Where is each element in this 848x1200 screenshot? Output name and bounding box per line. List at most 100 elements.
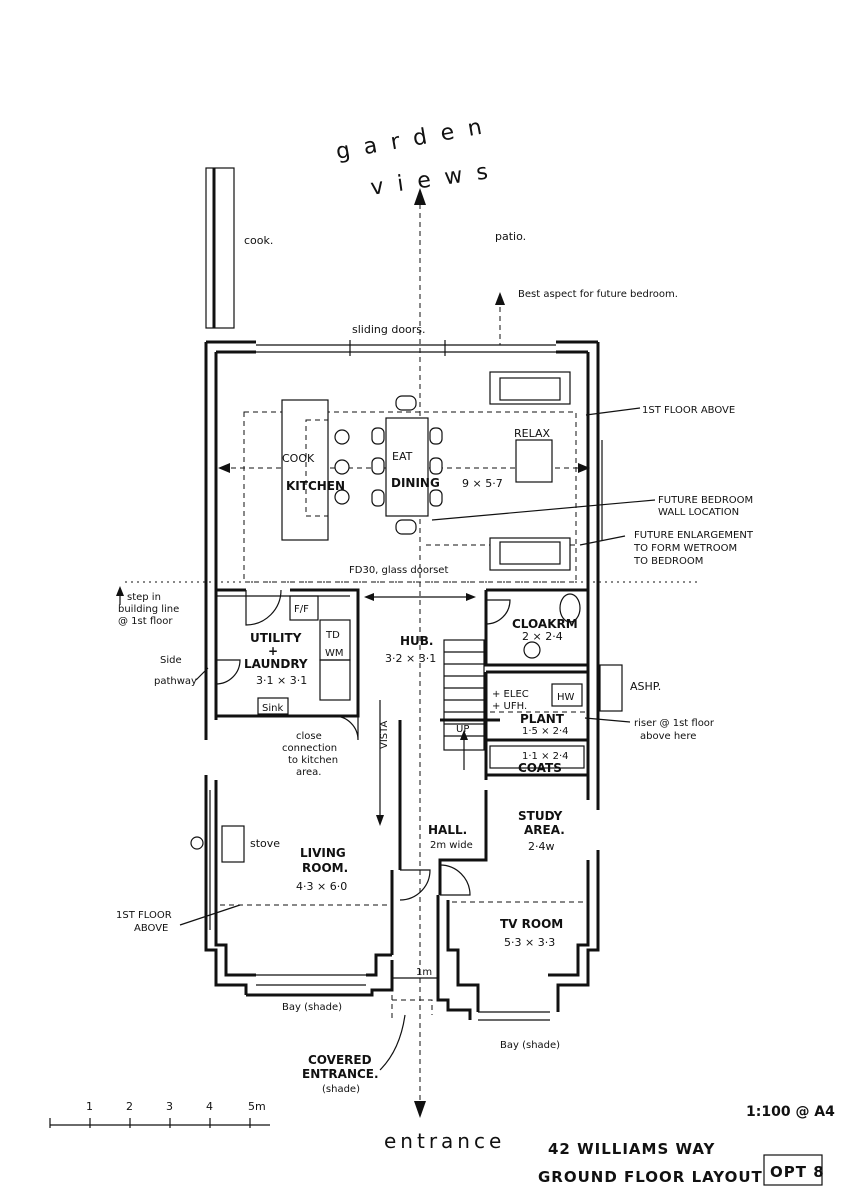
relax-label: RELAX	[514, 427, 550, 440]
coats-dim: 1·1 × 2·4	[522, 751, 569, 762]
ashp-label: ASHP.	[630, 680, 661, 693]
cloakroom-label: CLOAKRM	[512, 617, 578, 631]
patio-label: patio.	[495, 230, 526, 243]
cloakroom-dim: 2 × 2·4	[522, 630, 563, 643]
plant-label: PLANT	[520, 712, 565, 726]
hub-dim: 3·2 × 3·1	[385, 652, 436, 665]
dining-chairs	[371, 395, 443, 535]
scale-tick-5: 5m	[248, 1100, 266, 1113]
bar-stools	[334, 429, 350, 505]
kitchen-label: KITCHEN	[286, 479, 345, 493]
plant-equipment	[489, 683, 586, 769]
scale-tick-1: 1	[86, 1100, 93, 1113]
sink-label: Sink	[262, 703, 283, 714]
living-label-2: ROOM.	[302, 861, 348, 875]
sliding-doors	[256, 340, 556, 356]
close-connection-3: to kitchen	[288, 755, 338, 766]
scale-tick-4: 4	[206, 1100, 213, 1113]
dining-table	[385, 417, 429, 517]
hub-label: HUB.	[400, 634, 434, 648]
elec-label: + ELEC	[492, 689, 529, 700]
hall-width: 2m wide	[430, 840, 473, 851]
step-in-note-3: @ 1st floor	[118, 616, 173, 627]
covered-entrance-3: (shade)	[322, 1084, 360, 1095]
utility-sink	[257, 697, 289, 715]
views-label: views	[369, 158, 503, 201]
close-connection-4: area.	[296, 767, 321, 778]
wm-label: WM	[325, 648, 344, 659]
td-label: TD	[325, 630, 340, 641]
side-pathway-arrow	[195, 667, 209, 681]
side-pathway-note-1: Side	[160, 655, 182, 666]
up-label: UP	[456, 724, 469, 735]
future-enlargement-note-3: TO BEDROOM	[633, 556, 703, 567]
scale-note: 1:100 @ A4	[746, 1104, 835, 1120]
door-swings	[215, 589, 511, 901]
step-in-note-1: step in	[127, 592, 161, 603]
close-connection-1: close	[296, 731, 322, 742]
one-m-label: 1m	[416, 967, 432, 978]
best-aspect-arrow	[495, 292, 505, 345]
utility-label-1: UTILITY	[250, 631, 302, 645]
riser-note-2: above here	[640, 731, 696, 742]
side-pathway-note-2: pathway	[154, 676, 197, 687]
future-enlargement-note-2: TO FORM WETROOM	[633, 543, 737, 554]
hall-label: HALL.	[428, 823, 467, 837]
staircase	[443, 639, 485, 770]
study-label-2: AREA.	[524, 823, 565, 837]
ff-label: F/F	[294, 604, 309, 615]
utility-label-2: +	[268, 644, 278, 658]
washing-machine	[319, 659, 351, 701]
ufh-label: + UFH.	[492, 701, 527, 712]
garden-wall	[205, 167, 235, 329]
covered-entrance-leader	[379, 1014, 406, 1071]
plant-dim: 1·5 × 2·4	[522, 726, 569, 737]
option-label: OPT 8	[770, 1163, 825, 1181]
covered-entrance	[391, 977, 438, 1020]
scale-tick-2: 2	[126, 1100, 133, 1113]
riser-leader	[584, 717, 631, 723]
open-plan-dim: 9 × 5·7	[462, 477, 503, 490]
future-enlargement-leader	[579, 535, 626, 546]
cloakroom-fittings	[523, 593, 581, 659]
internal-walls	[216, 588, 588, 955]
hub-door-arrows	[364, 593, 476, 601]
tv-room-dim: 5·3 × 3·3	[504, 936, 555, 949]
eat-label: EAT	[392, 450, 413, 463]
central-axis	[414, 188, 426, 1118]
best-aspect-note: Best aspect for future bedroom.	[518, 289, 678, 300]
close-connection-2: connection	[282, 743, 337, 754]
scale-bar	[49, 1118, 270, 1128]
vista-arrow	[376, 700, 384, 826]
future-bedroom-note-2: WALL LOCATION	[658, 507, 739, 518]
covered-entrance-1: COVERED	[308, 1053, 372, 1067]
option-box	[763, 1154, 823, 1186]
island-sink	[305, 419, 329, 517]
first-floor-above-note: 1ST FLOOR ABOVE	[642, 405, 735, 416]
living-label-1: LIVING	[300, 846, 346, 860]
address-title: 42 WILLIAMS WAY	[548, 1140, 716, 1158]
first-floor-above-leader	[585, 407, 641, 416]
kitchen-island	[281, 399, 329, 541]
garden-label: garden	[334, 112, 497, 165]
step-in-note-2: building line	[118, 604, 179, 615]
study-label-1: STUDY	[518, 809, 563, 823]
living-dim: 4·3 × 6·0	[296, 880, 347, 893]
covered-entrance-2: ENTRANCE.	[302, 1067, 379, 1081]
coats-label: COATS	[518, 761, 562, 775]
study-dim: 2·4w	[528, 840, 555, 853]
vista-label: VISTA	[379, 721, 390, 749]
bay-left-label: Bay (shade)	[282, 1002, 342, 1013]
drawing-title: GROUND FLOOR LAYOUT	[538, 1168, 763, 1186]
stove-label: stove	[250, 837, 280, 850]
future-bedroom-note-1: FUTURE BEDROOM	[658, 495, 753, 506]
riser-note-1: riser @ 1st floor	[634, 718, 715, 729]
utility-label-3: LAUNDRY	[244, 657, 308, 671]
step-in-arrow	[116, 586, 124, 605]
bay-right-label: Bay (shade)	[500, 1040, 560, 1051]
sliding-doors-label: sliding doors.	[352, 323, 426, 336]
dining-label: DINING	[391, 476, 440, 490]
relax-sofas	[489, 371, 571, 571]
fridge-freezer	[289, 595, 319, 621]
